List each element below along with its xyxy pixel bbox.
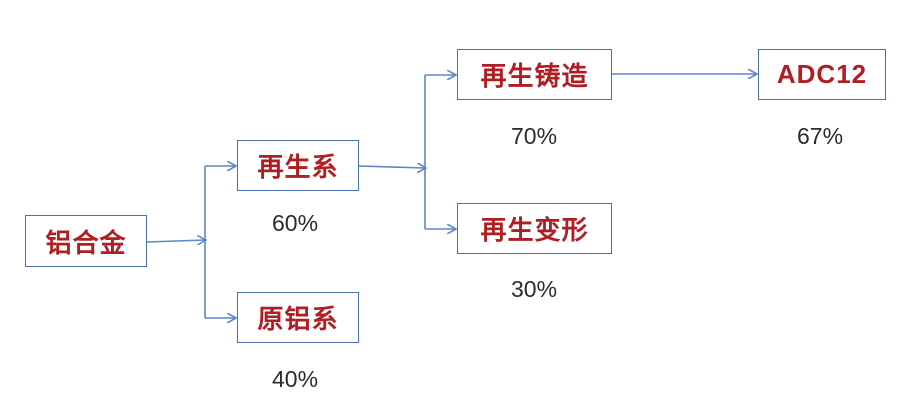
- node-adc12: ADC12: [758, 49, 886, 100]
- connector-alloy-to-split: [146, 240, 205, 242]
- node-recycled-casting: 再生铸造: [457, 49, 612, 100]
- connector-recycled-to-split: [358, 166, 425, 168]
- node-recycled-wrought: 再生变形: [457, 203, 612, 254]
- percentage-primary: 40%: [272, 366, 319, 392]
- node-recycled-series: 再生系: [237, 140, 359, 191]
- percentage-casting: 70%: [511, 123, 558, 149]
- percentage-adc12: 67%: [797, 123, 844, 149]
- percentage-wrought: 30%: [511, 276, 558, 302]
- node-primary-aluminum-series: 原铝系: [237, 292, 359, 343]
- node-aluminum-alloy: 铝合金: [25, 215, 147, 267]
- percentage-recycled: 60%: [272, 210, 319, 236]
